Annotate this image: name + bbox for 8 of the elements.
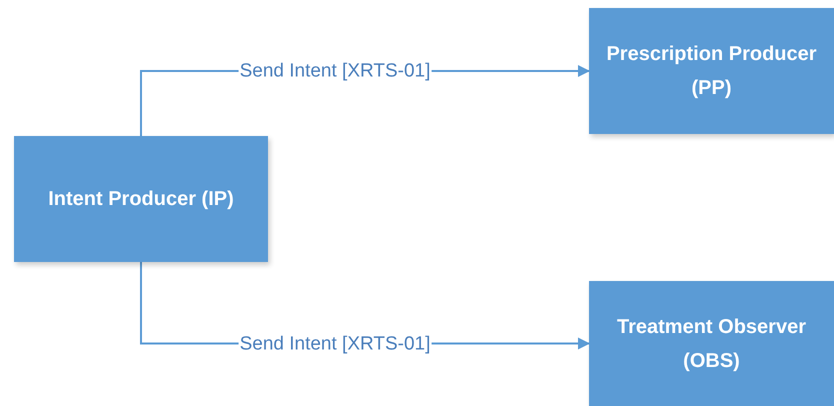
process-box — [589, 281, 834, 406]
edge-label: Send Intent [XRTS-01] — [238, 62, 432, 80]
edge-label: Send Intent [XRTS-01] — [238, 334, 432, 353]
box-label: Prescription Producer (PP) — [605, 42, 818, 101]
process-box — [589, 8, 834, 134]
process-box — [14, 136, 268, 262]
box-label: Treatment Observer (OBS) — [616, 314, 807, 374]
box-label: Intent Producer (IP) — [48, 187, 234, 212]
